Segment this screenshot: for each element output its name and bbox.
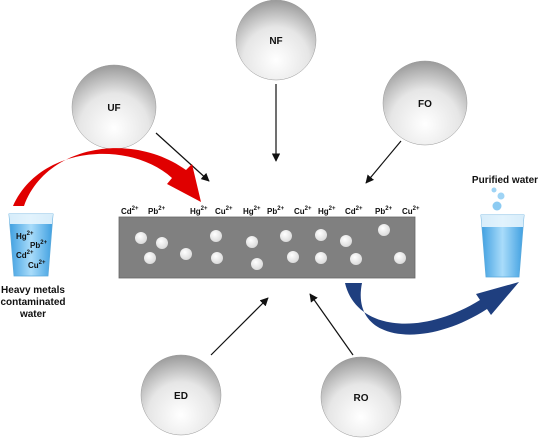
pore bbox=[251, 258, 263, 270]
purified-label: Purified water bbox=[472, 175, 538, 186]
pore bbox=[315, 252, 327, 264]
contaminated-glass: Hg2+ Pb2+ Cd2+ Cu2+ bbox=[8, 213, 54, 277]
pore bbox=[350, 253, 362, 265]
pore bbox=[378, 224, 390, 236]
glass-ion: Cu2+ bbox=[28, 260, 46, 270]
ion-label: Pb2+ bbox=[148, 206, 166, 216]
pore bbox=[340, 235, 352, 247]
ion-label: Cu2+ bbox=[215, 206, 233, 216]
contaminated-label: Heavy metals contaminated water bbox=[0, 285, 65, 320]
ion-label: Pb2+ bbox=[375, 206, 393, 216]
ro-disc bbox=[320, 356, 402, 438]
ro-label: RO bbox=[354, 393, 369, 404]
ion-row: Cd2+ Pb2+ Hg2+ Cu2+ Hg2+ Pb2+ Cu2+ Hg2+ … bbox=[121, 206, 420, 216]
nf-disc bbox=[235, 0, 317, 81]
nf-label: NF bbox=[269, 36, 282, 47]
ro-arrow bbox=[309, 293, 354, 356]
process-fo: FO bbox=[382, 60, 468, 146]
process-nf: NF bbox=[235, 0, 317, 81]
membrane bbox=[118, 216, 416, 279]
bubble bbox=[492, 201, 502, 211]
uf-label: UF bbox=[107, 103, 120, 114]
pore bbox=[315, 229, 327, 241]
process-uf: UF bbox=[71, 64, 157, 150]
ion-label: Cu2+ bbox=[294, 206, 312, 216]
ed-disc bbox=[140, 354, 222, 436]
purified-glass bbox=[480, 187, 525, 278]
ion-label: Hg2+ bbox=[190, 206, 208, 216]
contaminated-line: Heavy metals bbox=[1, 285, 65, 296]
pore bbox=[135, 232, 147, 244]
pore bbox=[210, 230, 222, 242]
glass-rim bbox=[481, 215, 524, 227]
ed-arrow bbox=[210, 297, 269, 356]
ed-label: ED bbox=[174, 391, 188, 402]
bubble bbox=[491, 187, 497, 193]
membrane-pores bbox=[135, 224, 406, 270]
ion-label: Cd2+ bbox=[121, 206, 139, 216]
input-curved-arrow bbox=[13, 148, 201, 206]
pore bbox=[287, 251, 299, 263]
pore bbox=[144, 252, 156, 264]
contaminated-line: water bbox=[19, 309, 46, 320]
process-ed: ED bbox=[140, 354, 222, 436]
bubble bbox=[497, 192, 505, 200]
pore bbox=[156, 237, 168, 249]
pore bbox=[246, 236, 258, 248]
ion-label: Hg2+ bbox=[318, 206, 336, 216]
fo-label: FO bbox=[418, 99, 432, 110]
glass-ion: Pb2+ bbox=[30, 240, 48, 250]
fo-arrow bbox=[365, 140, 402, 184]
pore bbox=[280, 230, 292, 242]
glass-ion: Cd2+ bbox=[16, 250, 34, 260]
glass-ion: Hg2+ bbox=[16, 231, 34, 241]
pore bbox=[180, 248, 192, 260]
uf-arrow bbox=[155, 132, 210, 182]
ion-label: Cd2+ bbox=[345, 206, 363, 216]
contaminated-line: contaminated bbox=[0, 297, 65, 308]
ion-label: Cu2+ bbox=[402, 206, 420, 216]
pore bbox=[394, 252, 406, 264]
output-curved-arrow bbox=[345, 282, 519, 335]
glass-rim bbox=[9, 214, 53, 224]
ion-label: Hg2+ bbox=[243, 206, 261, 216]
process-ro: RO bbox=[320, 356, 402, 438]
pore bbox=[211, 252, 223, 264]
ion-label: Pb2+ bbox=[267, 206, 285, 216]
fo-disc bbox=[382, 60, 468, 146]
